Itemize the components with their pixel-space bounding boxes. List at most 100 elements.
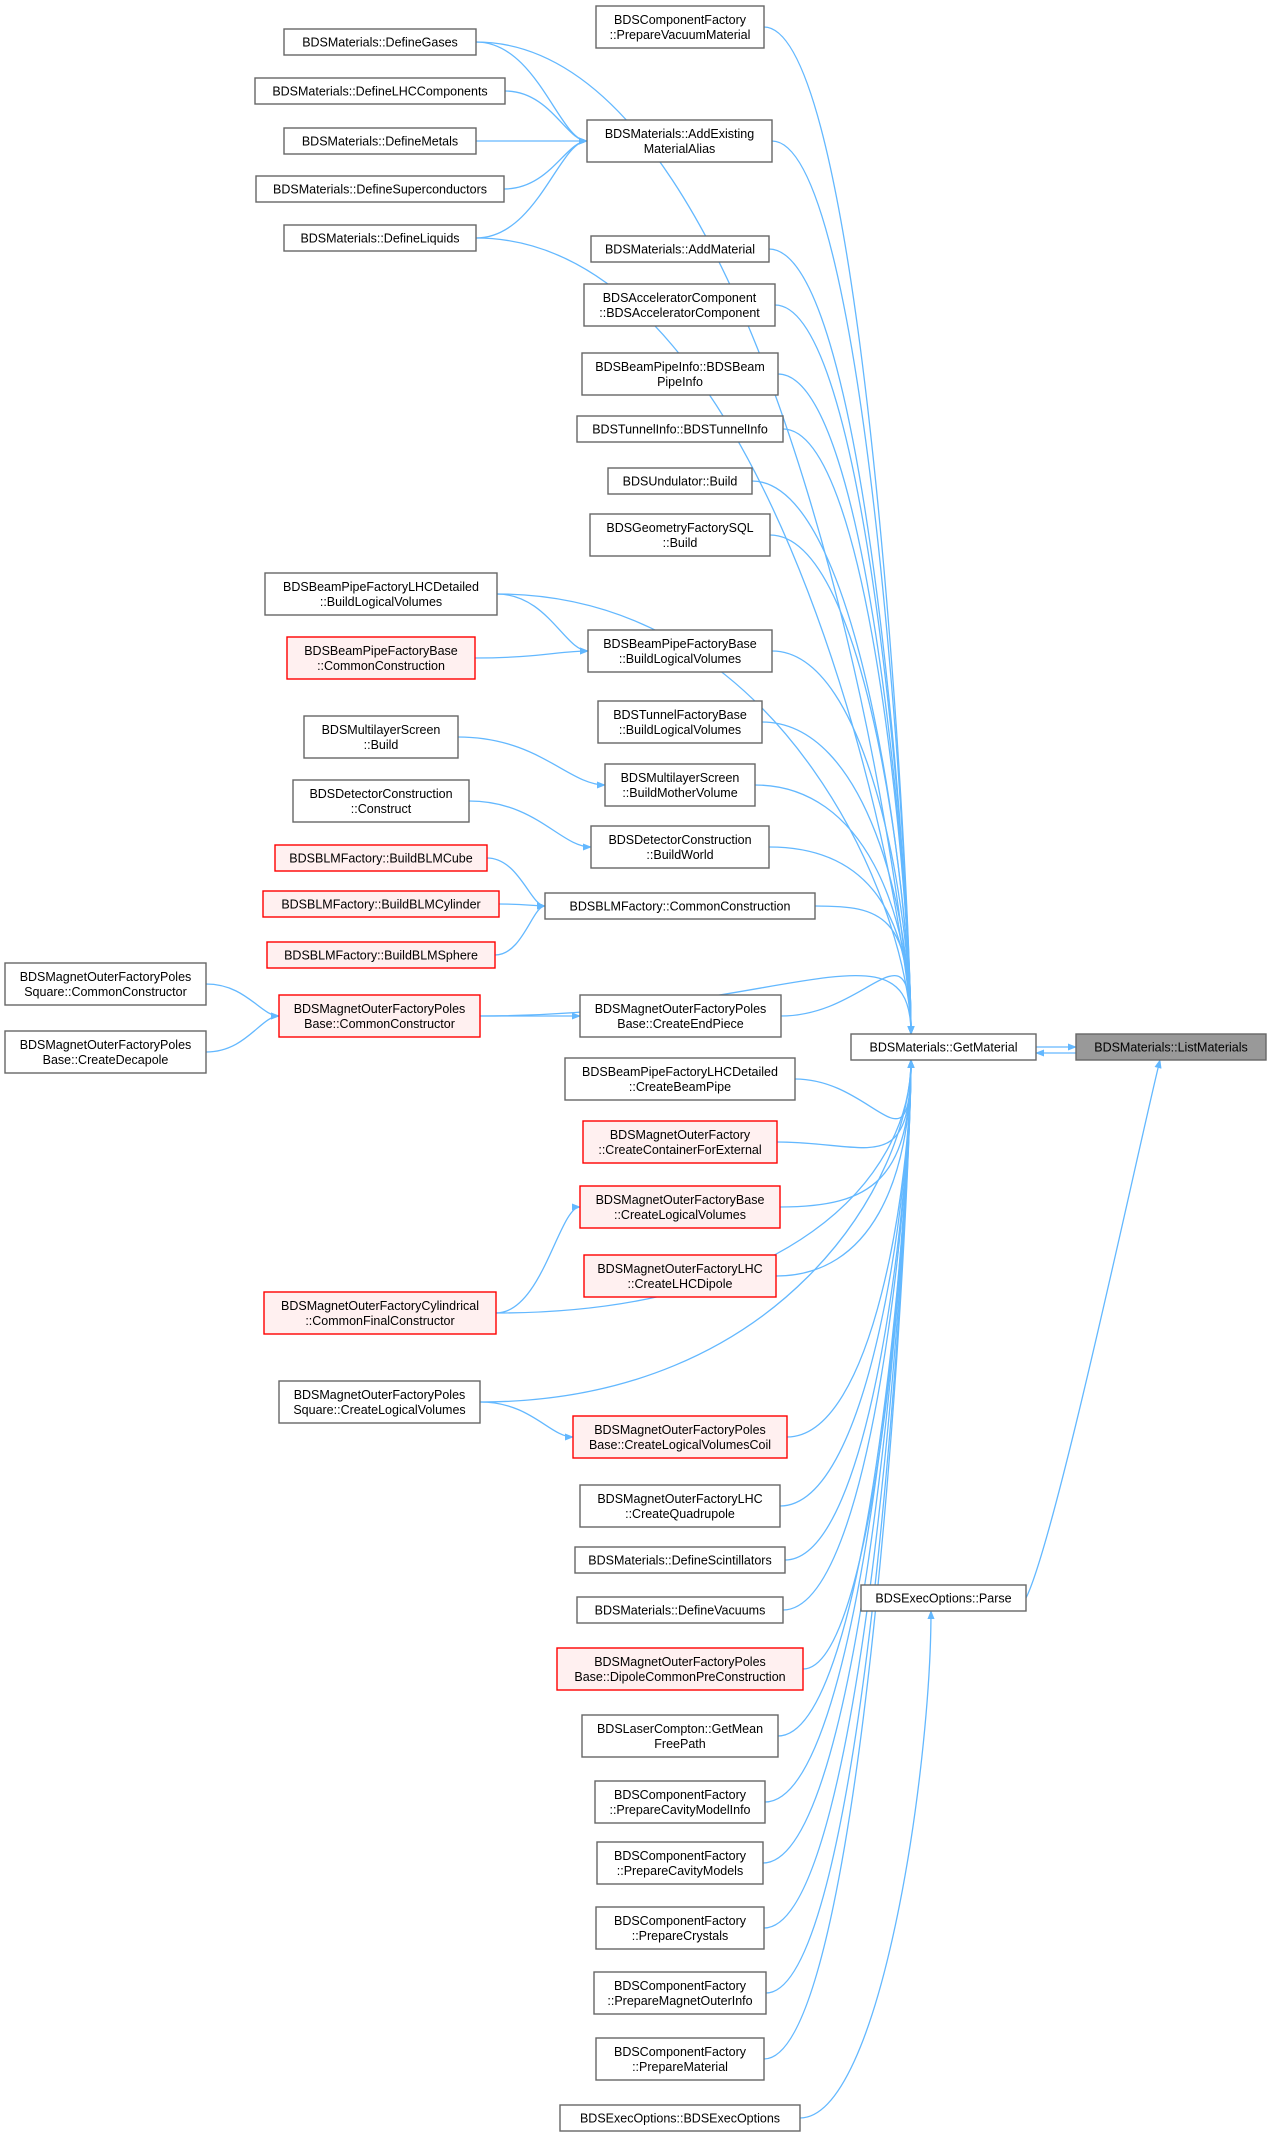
node-box[interactable] — [264, 572, 498, 616]
node-mofpb-deca[interactable]: BDSMagnetOuterFactoryPolesBase::CreateDe… — [4, 1030, 207, 1074]
node-cf-crys[interactable]: BDSComponentFactory::PrepareCrystals — [595, 1906, 765, 1950]
node-cf-cav-info[interactable]: BDSComponentFactory::PrepareCavityModelI… — [594, 1780, 766, 1824]
node-mls-bmv[interactable]: BDSMultilayerScreen::BuildMotherVolume — [604, 763, 756, 807]
node-cf-mat[interactable]: BDSComponentFactory::PrepareMaterial — [595, 2037, 765, 2081]
node-acc[interactable]: BDSAcceleratorComponent::BDSAcceleratorC… — [583, 283, 776, 327]
node-box[interactable] — [579, 1484, 781, 1528]
node-vacuums[interactable]: BDSMaterials::DefineVacuums — [576, 1596, 784, 1624]
node-mofps-cc[interactable]: BDSMagnetOuterFactoryPolesSquare::Common… — [4, 962, 207, 1006]
node-box[interactable] — [574, 1546, 786, 1574]
node-box[interactable] — [254, 77, 506, 105]
node-vac[interactable]: BDSComponentFactory::PrepareVacuumMateri… — [595, 5, 765, 49]
node-box[interactable] — [596, 1841, 764, 1885]
node-bpbase-blv[interactable]: BDSBeamPipeFactoryBase::BuildLogicalVolu… — [587, 629, 773, 673]
node-box[interactable] — [4, 962, 207, 1006]
node-box[interactable] — [262, 890, 500, 918]
node-get[interactable]: BDSMaterials::GetMaterial — [850, 1033, 1037, 1061]
node-mofpb-end[interactable]: BDSMagnetOuterFactoryPolesBase::CreateEn… — [579, 994, 782, 1038]
node-box[interactable] — [583, 283, 776, 327]
node-box[interactable] — [564, 1057, 796, 1101]
node-execopts[interactable]: BDSExecOptions::BDSExecOptions — [559, 2104, 801, 2132]
node-moflhc-dip[interactable]: BDSMagnetOuterFactoryLHC::CreateLHCDipol… — [583, 1254, 777, 1298]
node-box[interactable] — [860, 1584, 1027, 1612]
node-box[interactable] — [587, 629, 773, 673]
node-box[interactable] — [303, 715, 459, 759]
node-dc-construct[interactable]: BDSDetectorConstruction::Construct — [292, 779, 470, 823]
node-box[interactable] — [559, 2104, 801, 2132]
node-box[interactable] — [283, 224, 477, 252]
node-blm-cyl[interactable]: BDSBLMFactory::BuildBLMCylinder — [262, 890, 500, 918]
node-box[interactable] — [579, 994, 782, 1038]
node-box[interactable] — [594, 1780, 766, 1824]
node-blm-cube[interactable]: BDSBLMFactory::BuildBLMCube — [274, 844, 488, 872]
node-geosql[interactable]: BDSGeometryFactorySQL::Build — [589, 513, 771, 557]
node-scint[interactable]: BDSMaterials::DefineScintillators — [574, 1546, 786, 1574]
node-tunnelinfo[interactable]: BDSTunnelInfo::BDSTunnelInfo — [576, 415, 784, 443]
node-box[interactable] — [595, 2037, 765, 2081]
node-box[interactable] — [1075, 1033, 1267, 1061]
node-box[interactable] — [597, 700, 763, 744]
node-mofcyl[interactable]: BDSMagnetOuterFactoryCylindrical::Common… — [263, 1291, 497, 1335]
node-liquids[interactable]: BDSMaterials::DefineLiquids — [283, 224, 477, 252]
node-box[interactable] — [604, 763, 756, 807]
node-lhc[interactable]: BDSMaterials::DefineLHCComponents — [254, 77, 506, 105]
node-box[interactable] — [544, 892, 816, 920]
node-box[interactable] — [278, 994, 481, 1038]
node-box[interactable] — [581, 352, 779, 396]
node-box[interactable] — [595, 1906, 765, 1950]
node-box[interactable] — [607, 467, 753, 495]
node-box[interactable] — [274, 844, 488, 872]
node-bpbase-cc[interactable]: BDSBeamPipeFactoryBase::CommonConstructi… — [286, 636, 476, 680]
node-box[interactable] — [255, 175, 505, 203]
node-box[interactable] — [283, 28, 477, 56]
node-bplhcd-blv[interactable]: BDSBeamPipeFactoryLHCDetailed::BuildLogi… — [264, 572, 498, 616]
node-box[interactable] — [593, 1971, 767, 2015]
node-box[interactable] — [263, 1291, 497, 1335]
node-box[interactable] — [586, 119, 773, 163]
node-box[interactable] — [590, 235, 770, 263]
node-metals[interactable]: BDSMaterials::DefineMetals — [283, 127, 477, 155]
node-mof-cce[interactable]: BDSMagnetOuterFactory::CreateContainerFo… — [582, 1120, 778, 1164]
node-addmat[interactable]: BDSMaterials::AddMaterial — [590, 235, 770, 263]
node-parse[interactable]: BDSExecOptions::Parse — [860, 1584, 1027, 1612]
node-box[interactable] — [283, 127, 477, 155]
node-cf-cav[interactable]: BDSComponentFactory::PrepareCavityModels — [596, 1841, 764, 1885]
node-mofpb-dipole[interactable]: BDSMagnetOuterFactoryPolesBase::DipoleCo… — [556, 1647, 804, 1691]
node-super[interactable]: BDSMaterials::DefineSuperconductors — [255, 175, 505, 203]
node-box[interactable] — [590, 825, 770, 869]
node-box[interactable] — [286, 636, 476, 680]
node-box[interactable] — [292, 779, 470, 823]
node-box[interactable] — [266, 941, 496, 969]
node-bpinfo[interactable]: BDSBeamPipeInfo::BDSBeamPipeInfo — [581, 352, 779, 396]
node-box[interactable] — [278, 1380, 481, 1424]
node-dc-world[interactable]: BDSDetectorConstruction::BuildWorld — [590, 825, 770, 869]
node-bplhcd-cbp[interactable]: BDSBeamPipeFactoryLHCDetailed::CreateBea… — [564, 1057, 796, 1101]
node-tunnelbase[interactable]: BDSTunnelFactoryBase::BuildLogicalVolume… — [597, 700, 763, 744]
node-moflhc-quad[interactable]: BDSMagnetOuterFactoryLHC::CreateQuadrupo… — [579, 1484, 781, 1528]
node-mls-build[interactable]: BDSMultilayerScreen::Build — [303, 715, 459, 759]
node-box[interactable] — [595, 5, 765, 49]
node-list[interactable]: BDSMaterials::ListMaterials — [1075, 1033, 1267, 1061]
node-blm-cc[interactable]: BDSBLMFactory::CommonConstruction — [544, 892, 816, 920]
node-mofps-clv[interactable]: BDSMagnetOuterFactoryPolesSquare::Create… — [278, 1380, 481, 1424]
node-mofb-clv[interactable]: BDSMagnetOuterFactoryBase::CreateLogical… — [579, 1185, 781, 1229]
node-box[interactable] — [576, 415, 784, 443]
node-gases[interactable]: BDSMaterials::DefineGases — [283, 28, 477, 56]
node-box[interactable] — [582, 1120, 778, 1164]
node-mofpb-cc[interactable]: BDSMagnetOuterFactoryPolesBase::CommonCo… — [278, 994, 481, 1038]
node-box[interactable] — [556, 1647, 804, 1691]
node-blm-sph[interactable]: BDSBLMFactory::BuildBLMSphere — [266, 941, 496, 969]
node-box[interactable] — [583, 1254, 777, 1298]
node-box[interactable] — [581, 1714, 779, 1758]
node-box[interactable] — [850, 1033, 1037, 1061]
node-cf-mag[interactable]: BDSComponentFactory::PrepareMagnetOuterI… — [593, 1971, 767, 2015]
node-mofpb-coil[interactable]: BDSMagnetOuterFactoryPolesBase::CreateLo… — [572, 1415, 788, 1459]
node-box[interactable] — [589, 513, 771, 557]
node-und[interactable]: BDSUndulator::Build — [607, 467, 753, 495]
node-box[interactable] — [579, 1185, 781, 1229]
node-box[interactable] — [4, 1030, 207, 1074]
node-box[interactable] — [572, 1415, 788, 1459]
node-box[interactable] — [576, 1596, 784, 1624]
